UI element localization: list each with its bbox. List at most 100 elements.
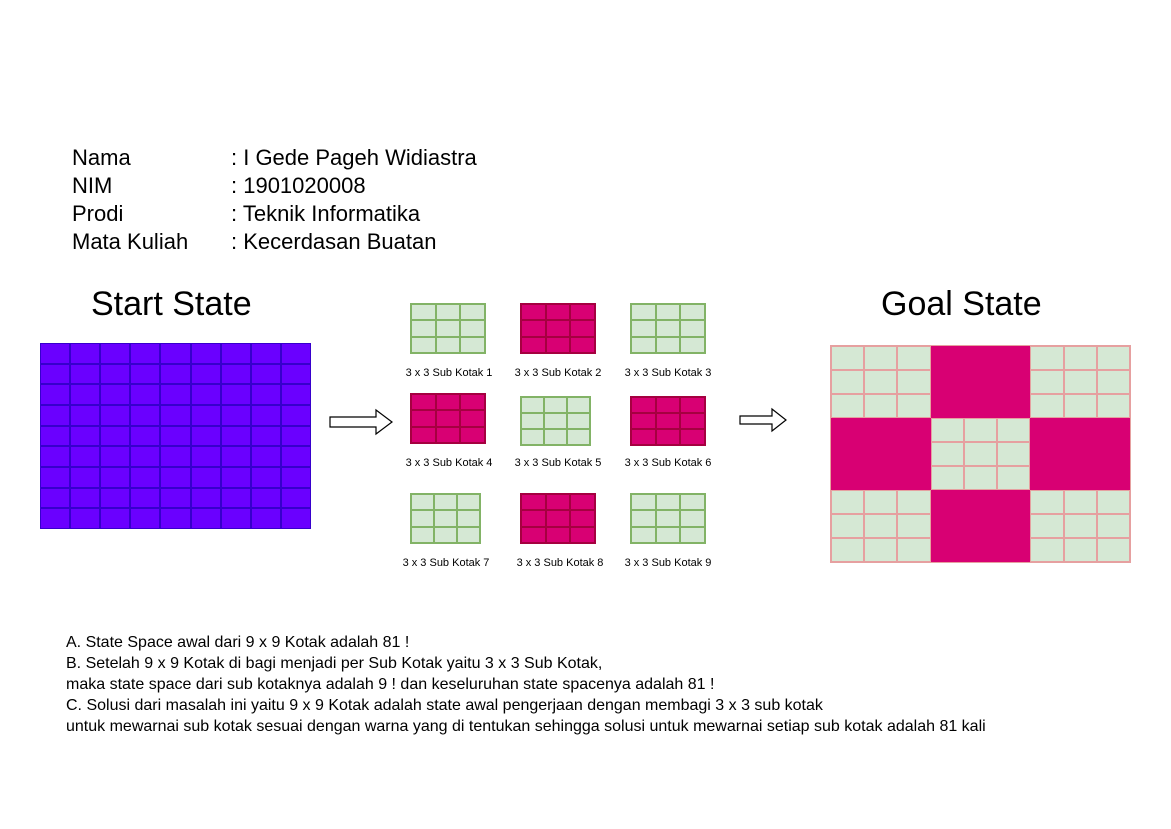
sub-box-grid-5 [520, 396, 591, 446]
sub-box-cell [570, 304, 595, 321]
goal-grid-cell [930, 538, 964, 562]
start-grid-cell [40, 343, 71, 364]
sub-box-cell [655, 526, 681, 543]
start-grid-cell [160, 487, 191, 509]
sub-box-grid-9 [630, 493, 706, 544]
sub-box-cell [411, 304, 436, 321]
start-grid-cell [70, 363, 101, 385]
sub-box-cell [680, 336, 705, 353]
sub-box-cell [545, 336, 571, 353]
goal-grid-cell [997, 346, 1031, 370]
start-grid-cell [130, 425, 161, 447]
goal-grid-cell [1063, 538, 1097, 562]
sub-box-cell [435, 336, 461, 353]
note-line: maka state space dari sub kotaknya adala… [66, 676, 715, 693]
goal-grid-cell [930, 442, 964, 466]
goal-grid-cell [1030, 466, 1064, 490]
sub-box-cell [457, 494, 480, 511]
start-grid-cell [100, 404, 131, 426]
sub-box-caption-2: 3 x 3 Sub Kotak 2 [514, 367, 602, 379]
sub-box-cell [521, 510, 546, 527]
goal-grid-cell [1063, 466, 1097, 490]
sub-box-cell [521, 336, 546, 353]
goal-grid-cell [1030, 442, 1064, 466]
sub-box-cell [631, 304, 656, 321]
goal-grid-cell [897, 514, 931, 538]
start-grid-cell [280, 343, 311, 364]
goal-grid-cell [831, 394, 865, 418]
goal-grid-cell [1096, 490, 1130, 514]
goal-grid-cell [897, 466, 931, 490]
note-line: B. Setelah 9 x 9 Kotak di bagi menjadi p… [66, 655, 603, 672]
info-label: NIM [72, 173, 113, 198]
start-grid-cell [100, 363, 131, 385]
goal-grid-cell [1063, 442, 1097, 466]
sub-box-cell [545, 494, 571, 511]
goal-grid-cell [963, 394, 998, 418]
start-grid-cell [220, 508, 251, 529]
start-grid-cell [130, 508, 161, 529]
start-grid-cell [280, 363, 311, 385]
goal-grid-cell [930, 514, 964, 538]
start-grid-cell [70, 466, 101, 488]
goal-grid-cell [930, 490, 964, 514]
goal-grid-cell [864, 442, 898, 466]
sub-box-grid-8 [520, 493, 596, 544]
sub-box-caption-7: 3 x 3 Sub Kotak 7 [402, 557, 490, 569]
start-grid-cell [160, 446, 191, 467]
start-grid-cell [280, 466, 311, 488]
sub-box-cell [411, 510, 434, 527]
sub-box-grid-2 [520, 303, 596, 354]
goal-grid-cell [930, 394, 964, 418]
sub-box-cell [435, 410, 461, 427]
start-grid-cell [130, 384, 161, 405]
sub-box-cell [570, 494, 595, 511]
start-grid-cell [250, 343, 281, 364]
sub-box-cell [460, 394, 485, 411]
start-grid-cell [160, 363, 191, 385]
sub-box-cell [521, 320, 546, 337]
goal-grid-cell [831, 442, 865, 466]
start-grid-cell [130, 466, 161, 488]
goal-grid-cell [1096, 346, 1130, 370]
sub-box-cell [655, 429, 681, 445]
goal-grid-cell [930, 370, 964, 394]
goal-grid-cell [897, 346, 931, 370]
goal-grid-cell [831, 466, 865, 490]
sub-box-cell [631, 526, 656, 543]
info-row-prodi: Prodi : Teknik Informatika [72, 200, 477, 228]
sub-box-cell [570, 526, 595, 543]
sub-box-cell [545, 320, 571, 337]
start-grid-cell [220, 384, 251, 405]
sub-box-cell [680, 397, 705, 413]
sub-box-cell [631, 336, 656, 353]
start-grid-cell [280, 487, 311, 509]
goal-grid-cell [1096, 394, 1130, 418]
info-value: : Kecerdasan Buatan [231, 229, 437, 254]
start-grid-cell [70, 384, 101, 405]
start-grid-cell [280, 384, 311, 405]
goal-grid-cell [1030, 514, 1064, 538]
start-grid-cell [40, 487, 71, 509]
sub-box-cell [411, 394, 436, 411]
sub-box-cell [655, 304, 681, 321]
start-grid-cell [40, 508, 71, 529]
goal-state-title: Goal State [881, 285, 1042, 323]
goal-grid-cell [963, 490, 998, 514]
sub-box-grid-4 [410, 393, 486, 444]
sub-box-cell [680, 320, 705, 337]
sub-box-cell [631, 397, 656, 413]
start-grid-cell [190, 343, 221, 364]
start-grid-cell [190, 446, 221, 467]
info-row-mata-kuliah: Mata Kuliah : Kecerdasan Buatan [72, 228, 477, 256]
goal-grid-cell [897, 490, 931, 514]
start-grid-cell [220, 487, 251, 509]
sub-box-cell [655, 336, 681, 353]
start-grid-cell [220, 404, 251, 426]
goal-grid-cell [831, 490, 865, 514]
start-grid-cell [40, 446, 71, 467]
start-grid-cell [250, 404, 281, 426]
sub-box-cell [570, 320, 595, 337]
goal-grid-cell [897, 370, 931, 394]
goal-grid-cell [1096, 466, 1130, 490]
